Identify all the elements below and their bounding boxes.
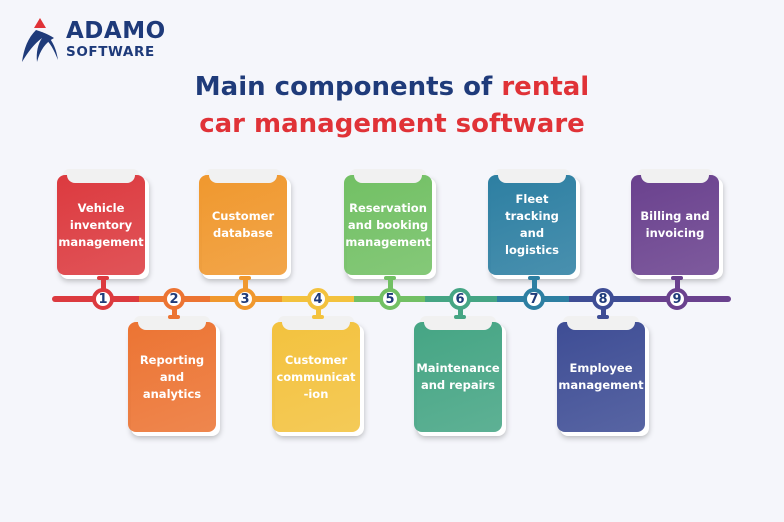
connector-tip — [384, 276, 396, 280]
connector-tip — [97, 276, 109, 280]
card-notch — [424, 322, 492, 330]
card-notch — [354, 175, 422, 183]
component-card-5: Reservation and booking management — [344, 169, 436, 279]
step-number-4: 4 — [307, 288, 329, 310]
connector-tip — [597, 315, 609, 319]
component-card-4: Customer communicat -ion — [272, 316, 364, 436]
page-title-line2: car management software — [199, 109, 585, 139]
logo-name-line1: ADAMO — [66, 18, 166, 44]
connector-tip — [168, 315, 180, 319]
card-notch — [567, 322, 635, 330]
step-number-9: 9 — [666, 288, 688, 310]
logo-name-line2: SOFTWARE — [66, 44, 155, 60]
component-card-1: Vehicle inventory management — [57, 169, 149, 279]
title-primary-text: Main components of — [194, 72, 502, 102]
connector-stem — [242, 277, 248, 291]
component-card-label: Billing and invoicing — [631, 175, 719, 275]
card-notch — [67, 175, 135, 183]
step-number-1: 1 — [92, 288, 114, 310]
card-notch — [498, 175, 566, 183]
component-card-label: Vehicle inventory management — [57, 175, 145, 275]
card-notch — [282, 322, 350, 330]
component-card-6: Maintenance and repairs — [414, 316, 506, 436]
step-number-2: 2 — [163, 288, 185, 310]
component-card-label: Maintenance and repairs — [414, 322, 502, 432]
component-card-label: Customer communicat -ion — [272, 322, 360, 432]
component-card-label: Customer database — [199, 175, 287, 275]
component-card-2: Reporting and analytics — [128, 316, 220, 436]
connector-stem — [387, 277, 393, 291]
card-notch — [138, 322, 206, 330]
connector-stem — [674, 277, 680, 291]
component-card-label: Reservation and booking management — [344, 175, 432, 275]
connector-tip — [239, 276, 251, 280]
connector-stem — [315, 307, 321, 318]
component-card-8: Employee management — [557, 316, 649, 436]
step-number-5: 5 — [379, 288, 401, 310]
adamo-sail-logo-icon — [22, 18, 58, 62]
card-notch — [641, 175, 709, 183]
page-title-line1: Main components of rental — [0, 70, 784, 104]
step-number-7: 7 — [523, 288, 545, 310]
card-notch — [209, 175, 277, 183]
connector-tip — [671, 276, 683, 280]
component-card-label: Employee management — [557, 322, 645, 432]
component-card-label: Fleet tracking and logistics — [488, 175, 576, 275]
connector-tip — [454, 315, 466, 319]
connector-stem — [600, 307, 606, 318]
step-number-8: 8 — [592, 288, 614, 310]
component-card-7: Fleet tracking and logistics — [488, 169, 580, 279]
connector-stem — [457, 307, 463, 318]
connector-tip — [528, 276, 540, 280]
connector-tip — [312, 315, 324, 319]
adamo-software-logo: ADAMO SOFTWARE — [20, 16, 190, 64]
component-card-label: Reporting and analytics — [128, 322, 216, 432]
connector-stem — [531, 277, 537, 291]
connector-stem — [171, 307, 177, 318]
component-card-9: Billing and invoicing — [631, 169, 723, 279]
component-card-3: Customer database — [199, 169, 291, 279]
title-accent-text: rental — [501, 72, 590, 102]
step-number-6: 6 — [449, 288, 471, 310]
step-number-3: 3 — [234, 288, 256, 310]
connector-stem — [100, 277, 106, 291]
